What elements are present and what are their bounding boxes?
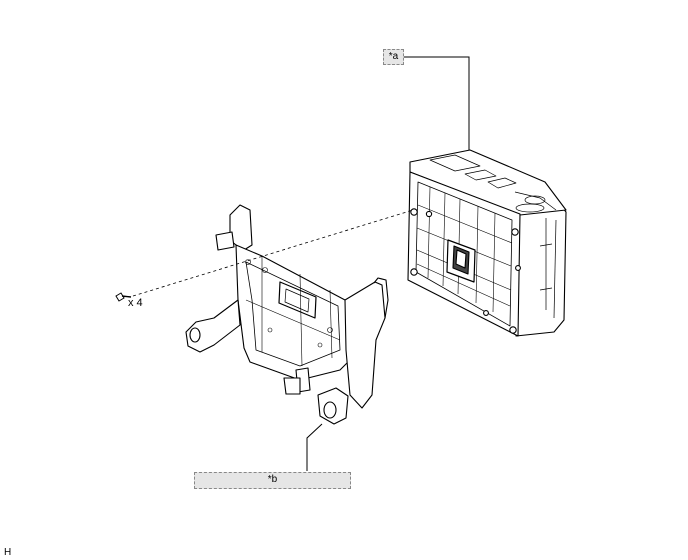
- mounting-bracket: [185, 204, 389, 425]
- screw-quantity-label: x 4: [128, 297, 143, 309]
- callout-b-label: *b: [194, 472, 351, 489]
- leader-line-a: [404, 56, 470, 150]
- leader-line-b: [306, 423, 323, 471]
- screw-alignment-line: [132, 209, 414, 297]
- callout-a-label: *a: [383, 49, 404, 65]
- figure-code: H: [4, 547, 12, 558]
- display-unit: [407, 149, 567, 337]
- screw-icon: [115, 292, 132, 302]
